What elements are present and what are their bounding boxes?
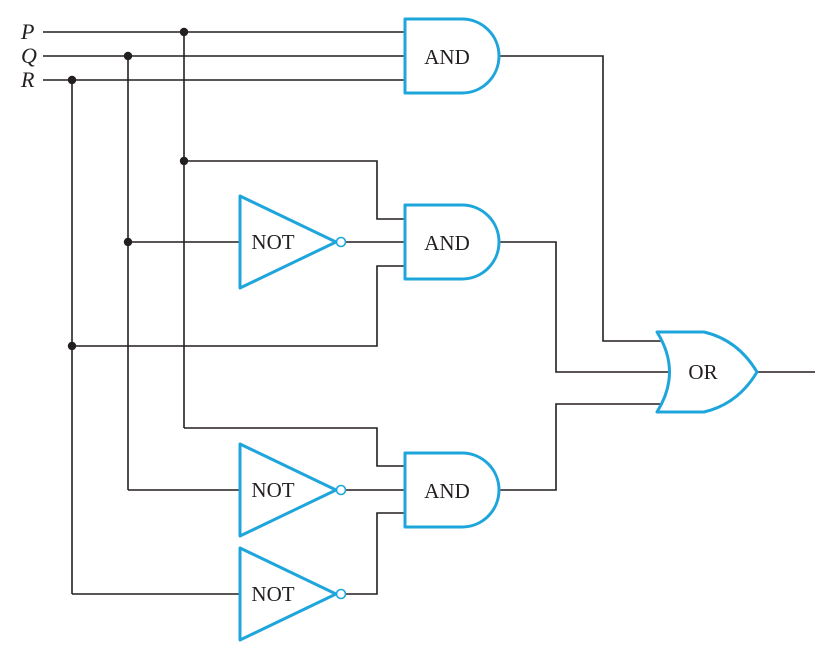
wire-and1-to-or <box>500 55 662 342</box>
wires <box>43 31 815 595</box>
and-gate-2: AND <box>403 203 501 281</box>
junction-dot <box>123 51 133 61</box>
wire-and3-to-or <box>500 403 662 491</box>
not-gate-1: NOT <box>238 194 347 290</box>
not-gate-1-label: NOT <box>251 230 294 254</box>
junctions <box>67 27 189 351</box>
and-gate-2-body <box>403 203 501 281</box>
junction-dot <box>179 27 189 37</box>
and-gate-1-body <box>403 17 501 95</box>
junction-dot <box>67 341 77 351</box>
and-gate-1-label: AND <box>424 45 470 69</box>
wire-not3-to-and3 <box>346 512 405 595</box>
and-gate-3-label: AND <box>424 479 470 503</box>
wire-p-to-and2 <box>184 160 405 220</box>
and-gate-3-body <box>403 451 501 529</box>
wire-r-to-and2 <box>72 265 405 347</box>
not-gate-3: NOT <box>238 546 347 642</box>
and-gate-1: AND <box>403 17 501 95</box>
input-label-q: Q <box>21 43 37 68</box>
junction-dot <box>179 156 189 166</box>
and-gate-3: AND <box>403 451 501 529</box>
not-gate-1-body <box>238 194 338 290</box>
input-label-r: R <box>20 67 35 92</box>
not-gate-1-bubble <box>335 236 347 248</box>
and-gate-2-label: AND <box>424 231 470 255</box>
junction-dot <box>123 237 133 247</box>
or-gate-body <box>655 330 759 414</box>
or-gate-label: OR <box>688 360 717 384</box>
not-gate-3-label: NOT <box>251 582 294 606</box>
not-gate-2-bubble <box>335 484 347 496</box>
not-gate-3-body <box>238 546 338 642</box>
not-gate-3-bubble <box>335 588 347 600</box>
not-gate-2-body <box>238 442 338 538</box>
not-gate-2: NOT <box>238 442 347 538</box>
junction-dot <box>67 75 77 85</box>
input-label-p: P <box>20 19 34 44</box>
not-gate-2-label: NOT <box>251 478 294 502</box>
or-gate: OR <box>655 330 759 414</box>
wire-and2-to-or <box>500 241 668 373</box>
wire-p-to-and3 <box>184 427 405 467</box>
